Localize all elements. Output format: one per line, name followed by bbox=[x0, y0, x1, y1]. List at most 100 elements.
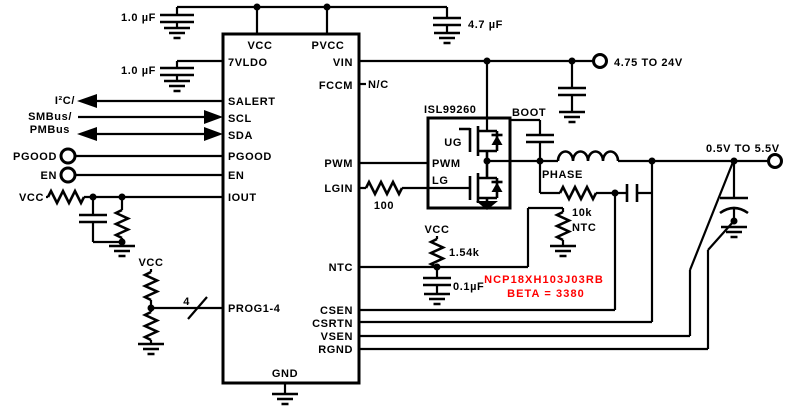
nc-label: N/C bbox=[368, 79, 389, 91]
sda-arrow-left bbox=[77, 127, 97, 141]
smbus-interface: I²C/ SMBus/ PMBus bbox=[28, 94, 223, 141]
resistor-iout-shunt bbox=[114, 208, 130, 240]
vcc-pvcc-rail bbox=[177, 3, 447, 34]
mosfet-high-side bbox=[459, 126, 503, 161]
cap-pvcc-value: 4.7 µF bbox=[468, 19, 503, 31]
lgin-network: 100 bbox=[359, 180, 470, 212]
ntc-thermistor bbox=[555, 210, 571, 242]
source-ground-icon bbox=[476, 201, 498, 210]
vin-terminal bbox=[592, 53, 608, 69]
driver-part-label: ISL99260 bbox=[424, 104, 477, 116]
resistor-ntc-pullup bbox=[429, 237, 445, 269]
ground-symbol bbox=[422, 292, 452, 306]
vout-terminal bbox=[767, 153, 783, 169]
pin-label-scl: SCL bbox=[228, 113, 252, 125]
ground-symbol bbox=[136, 342, 166, 356]
cap-vcc: 1.0 µF bbox=[121, 7, 194, 40]
pgood-net: PGOOD bbox=[13, 147, 223, 165]
driver-pin-pwm: PWM bbox=[432, 158, 461, 170]
ntc-beta-annotation: BETA = 3380 bbox=[507, 288, 585, 300]
vsen-wire bbox=[359, 161, 735, 338]
pin-label-en: EN bbox=[228, 170, 244, 182]
en-terminal bbox=[59, 166, 77, 184]
ground-symbol bbox=[270, 392, 300, 406]
pin-label-prog1-4: PROG1-4 bbox=[228, 303, 281, 315]
ntc-part-number: NCP18XH103J03RB bbox=[484, 274, 604, 286]
cap-vin bbox=[558, 86, 586, 97]
ground-symbol bbox=[162, 26, 192, 40]
resistor-lgin bbox=[364, 180, 404, 196]
vcc-label-ntc: VCC bbox=[424, 224, 449, 236]
resistor-lgin-value: 100 bbox=[374, 200, 394, 212]
bus-label-pmbus: PMBus bbox=[30, 124, 70, 136]
iout-network: VCC bbox=[19, 189, 223, 258]
output-cap-network bbox=[359, 161, 749, 351]
resistor-ntc-pullup-value: 1.54k bbox=[449, 247, 480, 259]
boot-network: BOOT bbox=[510, 107, 554, 165]
vout-range-label: 0.5V TO 5.5V bbox=[706, 143, 780, 155]
resistor-prog-upper bbox=[143, 270, 159, 302]
resistor-iout-series bbox=[46, 189, 86, 205]
cap-out-plate-bottom bbox=[719, 206, 749, 215]
en-terminal-label: EN bbox=[41, 170, 57, 182]
cap-7vldo: 1.0 µF bbox=[121, 59, 223, 93]
pin-label-iout: IOUT bbox=[228, 192, 257, 204]
cap-7vldo-value: 1.0 µF bbox=[121, 65, 156, 77]
csrtn-wire bbox=[359, 161, 654, 324]
body-diode-icon bbox=[491, 182, 503, 192]
csen-wire bbox=[359, 193, 617, 312]
phase-output: 0.5V TO 5.5V PHASE bbox=[487, 143, 783, 181]
resistor-prog-lower bbox=[143, 310, 159, 342]
pin-label-pvcc: PVCC bbox=[312, 40, 345, 52]
ground-symbol bbox=[107, 244, 137, 258]
bus-slash bbox=[187, 296, 208, 320]
driver-pin-ug: UG bbox=[444, 137, 462, 149]
pin-label-csrtn: CSRTN bbox=[312, 318, 353, 330]
pin-label-gnd: GND bbox=[272, 368, 298, 380]
fccm-nc: N/C bbox=[359, 79, 389, 91]
pin-label-sda: SDA bbox=[228, 130, 253, 142]
main-ic-body bbox=[221, 32, 361, 385]
pin-label-vcc: VCC bbox=[247, 40, 272, 52]
cap-vcc-value: 1.0 µF bbox=[121, 12, 156, 24]
bus-label-i2c: I²C/ bbox=[55, 95, 75, 107]
body-diode-icon bbox=[491, 135, 503, 145]
mosfet-low-side bbox=[468, 161, 503, 210]
ntc-thermistor-value: 10k bbox=[572, 207, 592, 219]
ground-symbol bbox=[557, 110, 587, 124]
cap-sense bbox=[625, 184, 639, 202]
pin-label-csen: CSEN bbox=[320, 305, 353, 317]
vcc-label-prog: VCC bbox=[138, 257, 163, 269]
pin-label-7vldo: 7VLDO bbox=[228, 57, 268, 69]
pgood-terminal-label: PGOOD bbox=[13, 151, 57, 163]
pin-label-fccm: FCCM bbox=[319, 80, 353, 92]
rgnd-wire bbox=[359, 221, 734, 351]
cap-ntc-filter bbox=[423, 276, 451, 287]
vin-range-label: 4.75 TO 24V bbox=[614, 57, 683, 69]
pin-label-vsen: VSEN bbox=[321, 331, 353, 343]
ground-symbol bbox=[162, 79, 192, 93]
pin-label-lgin: LGIN bbox=[324, 183, 353, 195]
ntc-network: VCC 1.54k 0.1µF 10k NTC NCP18XH103J03RB … bbox=[359, 206, 604, 306]
pin-label-pgood: PGOOD bbox=[228, 151, 272, 163]
prog-divider: VCC 4 bbox=[136, 257, 223, 356]
cap-iout-filter bbox=[79, 213, 107, 224]
cap-ntc-filter-value: 0.1µF bbox=[453, 281, 484, 293]
scl-arrow-right bbox=[204, 110, 223, 124]
en-net: EN bbox=[41, 166, 223, 184]
pin-label-rgnd: RGND bbox=[318, 344, 353, 356]
pin-label-pwm: PWM bbox=[324, 158, 353, 170]
bus-label-smbus: SMBus/ bbox=[28, 111, 72, 123]
vin-rail: 4.75 TO 24V bbox=[359, 53, 683, 124]
driver-body bbox=[426, 116, 512, 210]
inductor bbox=[556, 150, 620, 162]
phase-label: PHASE bbox=[542, 169, 583, 181]
ntc-thermistor-label: NTC bbox=[572, 222, 596, 234]
ic-ground bbox=[270, 383, 300, 406]
pin-label-ntc: NTC bbox=[329, 262, 353, 274]
ground-symbol bbox=[432, 31, 462, 45]
pin-label-vin: VIN bbox=[333, 57, 353, 69]
salert-arrow-left bbox=[77, 94, 97, 108]
